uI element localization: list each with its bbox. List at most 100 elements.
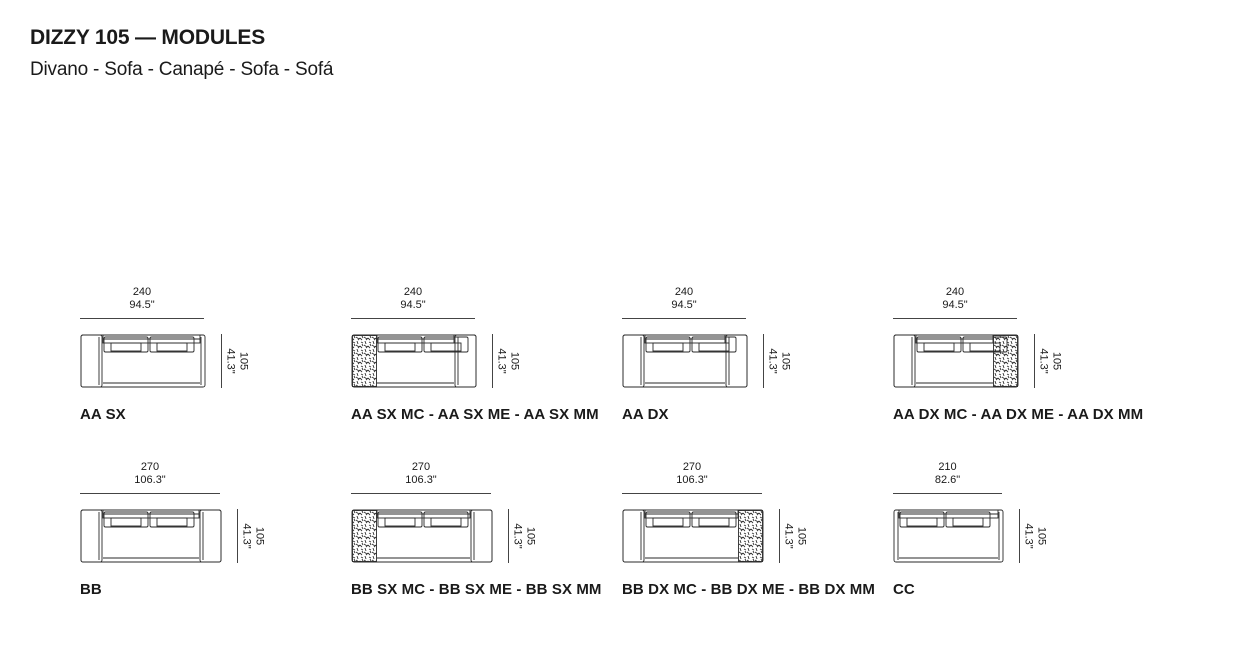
throw-pillow [906,517,938,527]
sofa-plan-drawing [622,509,764,563]
module-code: CC [893,581,915,598]
sofa-plan-drawing [893,334,1019,388]
back-cushion [423,511,469,528]
depth-cm: 105 [1050,351,1063,371]
back-cushion [103,511,149,528]
width-in: 94.5" [400,298,426,311]
depth-cm: 105 [1035,526,1048,546]
back-cushion [377,336,423,353]
storage-unit-right [993,335,1018,387]
width-dimension-line [351,318,475,319]
module-code: BB DX MC - BB DX ME - BB DX MM [622,581,875,598]
back-cushion [945,511,991,528]
throw-pillow [430,517,462,527]
depth-in: 41.3" [767,348,779,374]
throw-pillow [384,342,416,352]
back-cushion [423,336,469,353]
module-code: AA DX MC - AA DX ME - AA DX MM [893,406,1144,423]
width-cm: 270 [682,461,702,473]
module-code: AA SX MC - AA SX ME - AA SX MM [351,406,599,423]
throw-pillow [923,342,955,352]
width-dimension-line [80,493,220,494]
back-cushion [899,511,945,528]
page-title: DIZZY 105 — MODULES [30,26,266,49]
throw-pillow [652,517,684,527]
throw-pillow [156,342,188,352]
armrest-left [80,334,103,388]
back-cushion [691,336,737,353]
armrest-left [622,509,645,563]
width-in: 94.5" [129,298,155,311]
width-dimension-line [893,493,1002,494]
armrest-left [80,509,103,563]
throw-pillow [430,342,462,352]
depth-cm: 105 [779,351,792,371]
armrest-left [622,334,645,388]
width-in: 106.3" [405,473,437,486]
sofa-plan-drawing [351,509,493,563]
width-dimension-line [893,318,1017,319]
throw-pillow [698,342,730,352]
throw-pillow [652,342,684,352]
depth-in: 41.3" [241,523,253,549]
depth-cm: 105 [237,351,250,371]
back-cushion [377,511,423,528]
depth-dimension-line [763,334,764,388]
width-cm: 210 [938,461,957,473]
width-in: 94.5" [942,298,968,311]
depth-cm: 105 [524,526,537,546]
width-cm: 240 [132,286,152,298]
armrest-right [470,509,493,563]
width-in: 94.5" [671,298,697,311]
throw-pillow [110,342,142,352]
back-cushion [645,511,691,528]
sofa-plan-drawing [622,334,748,388]
throw-pillow [969,342,1001,352]
depth-dimension-line [492,334,493,388]
module-code: BB SX MC - BB SX ME - BB SX MM [351,581,602,598]
depth-cm: 105 [508,351,521,371]
storage-unit-left [352,510,377,562]
throw-pillow [698,517,730,527]
armrest-right [454,334,477,388]
sofa-plan-drawing [893,509,1004,563]
armrest-right [199,509,222,563]
width-dimension-line [622,318,746,319]
depth-cm: 105 [795,526,808,546]
storage-unit-right [738,510,763,562]
sofa-plan-drawing [80,334,206,388]
width-dimension-line [80,318,204,319]
width-cm: 270 [140,461,160,473]
armrest-left [893,334,916,388]
module-code: AA DX [622,406,669,423]
depth-cm: 105 [253,526,266,546]
module-code: BB [80,581,102,598]
depth-dimension-line [1019,509,1020,563]
back-cushion [149,511,195,528]
depth-dimension-line [508,509,509,563]
storage-unit-left [352,335,377,387]
back-cushion [691,511,737,528]
page-subtitle: Divano - Sofa - Canapé - Sofa - Sofá [30,59,334,80]
sofa-plan-drawing [351,334,477,388]
depth-dimension-line [237,509,238,563]
throw-pillow [952,517,984,527]
